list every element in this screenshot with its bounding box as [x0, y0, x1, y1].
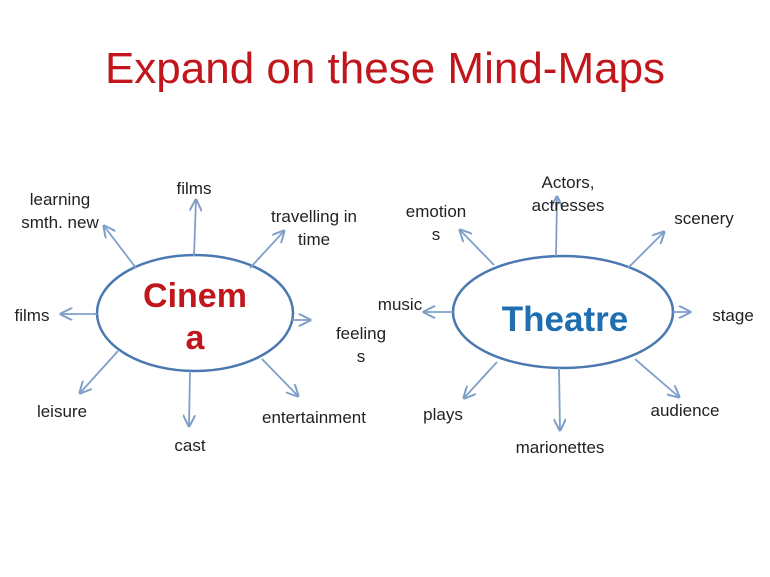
cinema-center-line2: a: [185, 319, 205, 357]
branch-stage: stage: [712, 306, 754, 325]
branch-entertainment: entertainment: [262, 408, 366, 427]
arrow-to-actors: [556, 197, 557, 257]
branch-learning-line1: learning: [29, 190, 91, 209]
arrow-to-plays: [464, 361, 498, 398]
branch-feelings: feeling s: [326, 322, 396, 368]
branch-learning-line2: smth. new: [21, 213, 99, 232]
branch-travelling: travelling in time: [254, 205, 374, 251]
branch-films-top: films: [176, 179, 212, 198]
branch-marionettes: marionettes: [515, 438, 605, 457]
branch-films-left: films: [14, 306, 50, 325]
theatre-center-label: Theatre: [501, 300, 629, 339]
branch-plays: plays: [423, 405, 463, 424]
branch-actors: Actors, actresses: [513, 171, 623, 217]
arrow-to-travelling: [249, 231, 284, 269]
cinema-center-line1: Cinem: [143, 277, 247, 315]
branch-travelling-line2: time: [297, 230, 331, 249]
arrow-to-films-top: [194, 200, 196, 257]
branch-actors-line1: Actors,: [541, 173, 595, 192]
theatre-arrows: [424, 197, 690, 430]
branch-travelling-line1: travelling in: [271, 207, 357, 226]
branch-cast: cast: [174, 436, 206, 455]
branch-emotions: emotion s: [398, 200, 474, 246]
branch-learning: learning smth. new: [5, 188, 115, 234]
arrow-to-leisure: [80, 350, 119, 393]
arrow-to-cast: [189, 370, 190, 426]
arrow-to-entertainment: [261, 358, 298, 396]
arrow-to-scenery: [627, 232, 664, 269]
branch-emotions-line2: s: [431, 225, 441, 244]
branch-audience: audience: [650, 401, 720, 420]
branch-actors-line2: actresses: [531, 196, 605, 215]
arrow-to-learning: [104, 226, 137, 269]
cinema-arrows: [61, 200, 310, 426]
arrow-to-audience: [634, 358, 679, 397]
branch-feelings-line2: s: [356, 347, 366, 366]
branch-music: music: [377, 295, 423, 314]
cinema-ellipse: [95, 253, 295, 373]
arrow-to-emotions: [460, 230, 495, 266]
branch-scenery: scenery: [674, 209, 734, 228]
branch-leisure: leisure: [36, 402, 88, 421]
cinema-center-label: Cinem a: [120, 275, 270, 359]
page-title: Expand on these Mind-Maps: [104, 44, 666, 93]
branch-emotions-line1: emotion: [405, 202, 467, 221]
arrow-to-marionettes: [559, 367, 560, 430]
branch-feelings-line1: feeling: [335, 324, 387, 343]
